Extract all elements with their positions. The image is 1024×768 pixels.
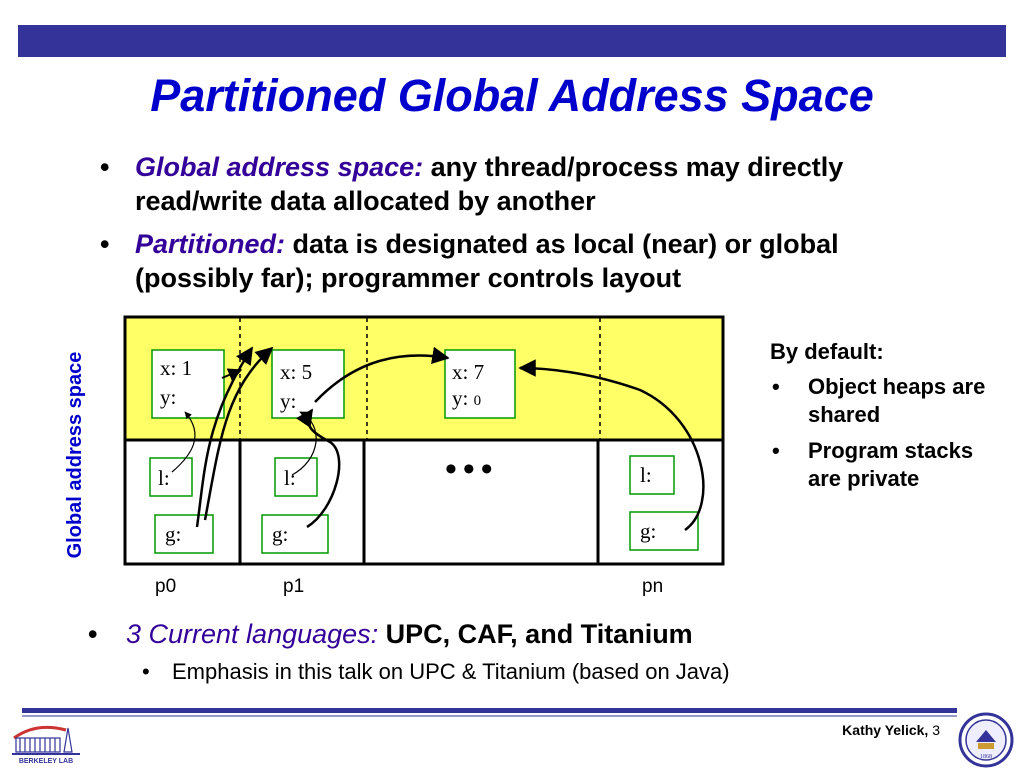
bullet-keyword: 3 Current languages:	[126, 619, 379, 649]
cell-y-p0: y:	[160, 385, 177, 409]
private-cell-g-pn	[629, 511, 699, 551]
pointer-arrow-g-pn	[518, 359, 705, 532]
ellipsis: •••	[445, 451, 499, 488]
bullet-body: any thread/process may directly read/wri…	[135, 152, 844, 216]
pointer-arrow-y-p1	[314, 346, 450, 403]
private-cell-l-p1	[274, 457, 318, 497]
cell-y-p1: y:	[280, 389, 297, 413]
lab-logo-text: BERKELEY LAB	[19, 758, 73, 765]
cell-l-p1: l:	[284, 466, 296, 490]
bullet-symbol: •	[100, 229, 110, 259]
slide-title: Partitioned Global Address Space	[150, 70, 874, 121]
bullet-body: data is designated as local (near) or gl…	[135, 229, 839, 293]
cell-x-p1: x: 5	[280, 360, 313, 384]
cell-g-p1: g:	[272, 522, 289, 546]
berkeley-lab-logo: BERKELEY LAB	[12, 725, 80, 765]
cell-y-p2: y: 0	[452, 387, 481, 412]
page-number: 3	[932, 722, 940, 738]
seal-year: 1868	[980, 754, 992, 760]
pointer-arrow-l-p1	[291, 411, 317, 476]
process-label-p0: p0	[155, 576, 177, 597]
pointer-arrow-g-p0-to-p1	[203, 346, 274, 521]
bullet-symbol: •	[100, 152, 110, 182]
bullet-symbol: •	[772, 374, 780, 399]
university-seal-icon: 1868	[958, 712, 1014, 768]
private-region	[123, 438, 725, 566]
process-label-p1: p1	[283, 576, 305, 597]
cell-g-p0: g:	[165, 522, 182, 546]
cell-l-pn: l:	[640, 463, 652, 487]
pointer-arrow-x-p0	[221, 368, 243, 382]
bullet-text: 3 Current languages: UPC, CAF, and Titan…	[126, 617, 946, 651]
cell-x-p0: x: 1	[160, 356, 193, 380]
side-note-heading: By default:	[770, 339, 884, 364]
private-cell-g-p1	[261, 514, 329, 554]
bullet-text: Partitioned: data is designated as local…	[135, 227, 955, 295]
private-cell-l-pn	[629, 455, 675, 495]
private-cell-l-p0	[149, 457, 193, 497]
side-note-item-text: Object heaps are shared	[808, 374, 986, 427]
cell-y-label: y:	[452, 386, 474, 410]
bullet-keyword: Partitioned:	[135, 229, 286, 259]
shared-cell-p0	[151, 349, 225, 419]
global-address-space-label: Global address space	[64, 351, 86, 559]
cell-x-p2: x: 7	[452, 360, 485, 384]
private-cell-g-p0	[154, 514, 214, 554]
pointer-arrow-l-p0	[171, 411, 196, 473]
bullet-symbol: •	[772, 438, 780, 463]
bullet-text: Global address space: any thread/process…	[135, 150, 955, 218]
author-credit: Kathy Yelick, 3	[842, 721, 940, 739]
bullet-symbol: •	[142, 659, 150, 684]
process-label-pn: pn	[642, 576, 664, 597]
bullet-symbol: •	[88, 619, 98, 649]
sub-bullet-text: Emphasis in this talk on UPC & Titanium …	[172, 659, 730, 684]
cell-y-value: 0	[473, 393, 482, 409]
cell-g-pn: g:	[640, 519, 657, 543]
cell-l-p0: l:	[158, 466, 170, 490]
pointer-arrow-g-p1	[295, 408, 341, 529]
author-name: Kathy Yelick,	[842, 722, 929, 738]
side-note-item-text: Program stacks are private	[808, 438, 974, 491]
bullet-body: UPC, CAF, and Titanium	[378, 619, 693, 649]
footer-rule	[22, 708, 957, 713]
bullet-keyword: Global address space:	[135, 152, 424, 182]
shared-cell-p2	[444, 349, 516, 419]
footer-rule-thin	[22, 715, 957, 717]
top-bar	[18, 25, 1006, 57]
